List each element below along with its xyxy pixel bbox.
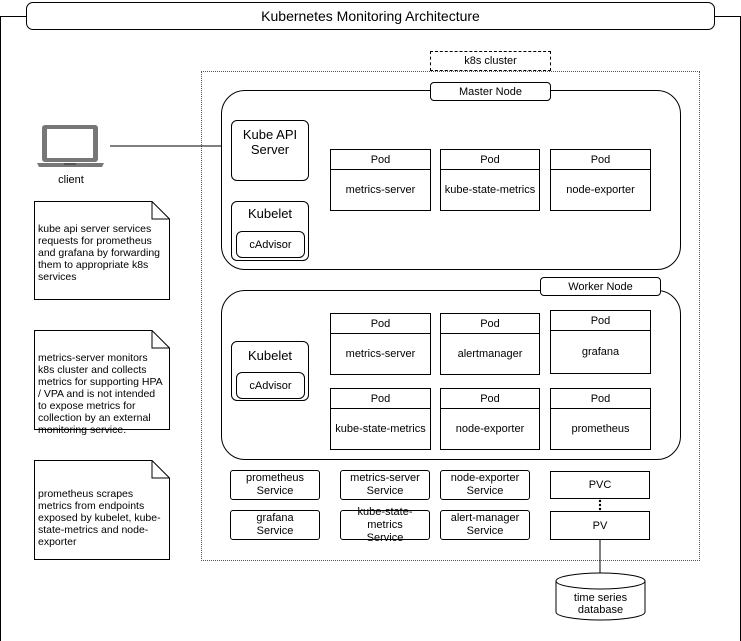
master-node-label: Master Node <box>430 82 551 101</box>
pvc-pv-dotted-link <box>598 499 602 511</box>
worker-pod-prometheus: Pod prometheus <box>550 388 651 450</box>
note-api-server-text: kube api server services requests for pr… <box>38 223 160 283</box>
master-cadvisor: cAdvisor <box>236 231 305 258</box>
database-cylinder-icon <box>555 572 646 622</box>
worker-pod-kube-state-metrics: Pod kube-state-metrics <box>330 388 431 450</box>
pod-header: Pod <box>331 389 430 409</box>
worker-pod-alertmanager: Pod alertmanager <box>440 313 540 375</box>
pod-name: prometheus <box>571 423 630 435</box>
pod-name: node-exporter <box>455 423 525 435</box>
note-prometheus-text: prometheus scrapes metrics from endpoint… <box>38 488 161 548</box>
pod-header: Pod <box>551 150 650 170</box>
service-type: Service <box>366 485 404 497</box>
kube-api-server: Kube API Server <box>231 120 309 181</box>
database-label: time series database <box>555 590 646 618</box>
service-alert-manager: alert-manager Service <box>440 510 530 540</box>
pod-header: Pod <box>331 150 430 170</box>
worker-pod-node-exporter: Pod node-exporter <box>440 388 540 450</box>
pod-name: alertmanager <box>457 348 523 360</box>
pod-name: kube-state-metrics <box>444 184 536 196</box>
pod-name: metrics-server <box>345 348 416 360</box>
service-type: Service <box>466 525 504 537</box>
note-api-server: kube api server services requests for pr… <box>34 201 170 300</box>
diagram-title: Kubernetes Monitoring Architecture <box>26 2 715 30</box>
note-prometheus: prometheus scrapes metrics from endpoint… <box>34 460 170 560</box>
pod-header: Pod <box>441 389 539 409</box>
service-name: alert-manager <box>450 512 520 524</box>
service-type: Service <box>256 485 294 497</box>
worker-cadvisor: cAdvisor <box>236 372 305 399</box>
pod-name: metrics-server <box>345 184 416 196</box>
service-kube-state-metrics: kube-state-metrics Service <box>340 506 430 544</box>
k8s-cluster-boundary <box>201 71 700 561</box>
note-metrics-server-text: metrics-server monitors k8s cluster and … <box>38 352 163 436</box>
worker-pod-grafana: Pod grafana <box>550 310 651 374</box>
pvc: PVC <box>550 471 650 499</box>
pod-name: node-exporter <box>566 184 635 196</box>
service-name: node-exporter <box>450 472 520 484</box>
master-kubelet-label: Kubelet <box>247 205 293 221</box>
database-label-line1: time series <box>573 592 628 604</box>
worker-kubelet-label: Kubelet <box>247 347 293 363</box>
laptop-icon <box>36 124 106 168</box>
pod-name: grafana <box>581 346 620 358</box>
service-metrics-server: metrics-server Service <box>340 470 430 500</box>
service-type: Service <box>366 531 404 544</box>
note-metrics-server: metrics-server monitors k8s cluster and … <box>34 330 170 436</box>
worker-node-label: Worker Node <box>540 277 661 296</box>
service-type: Service <box>256 525 294 537</box>
service-name: prometheus <box>245 472 305 484</box>
service-node-exporter: node-exporter Service <box>440 470 530 500</box>
client-to-api-arrow <box>110 141 231 151</box>
database-label-line2: database <box>577 604 624 616</box>
service-type: Service <box>466 485 504 497</box>
pod-header: Pod <box>441 314 539 334</box>
service-grafana: grafana Service <box>230 510 320 540</box>
k8s-cluster-label: k8s cluster <box>430 51 551 71</box>
pod-name: kube-state-metrics <box>335 423 426 435</box>
master-pod-node-exporter: Pod node-exporter <box>550 149 651 211</box>
pv: PV <box>550 511 650 540</box>
master-pod-kube-state-metrics: Pod kube-state-metrics <box>440 149 540 211</box>
service-name: metrics-server <box>350 472 420 484</box>
service-prometheus: prometheus Service <box>230 470 320 500</box>
pod-header: Pod <box>551 389 650 409</box>
pod-header: Pod <box>441 150 539 170</box>
pod-header: Pod <box>551 311 650 331</box>
pod-header: Pod <box>331 314 430 334</box>
service-name: grafana <box>256 512 294 524</box>
worker-pod-metrics-server: Pod metrics-server <box>330 313 431 375</box>
master-pod-metrics-server: Pod metrics-server <box>330 149 431 211</box>
service-name: kube-state-metrics <box>357 505 413 531</box>
client-label: client <box>58 174 84 186</box>
